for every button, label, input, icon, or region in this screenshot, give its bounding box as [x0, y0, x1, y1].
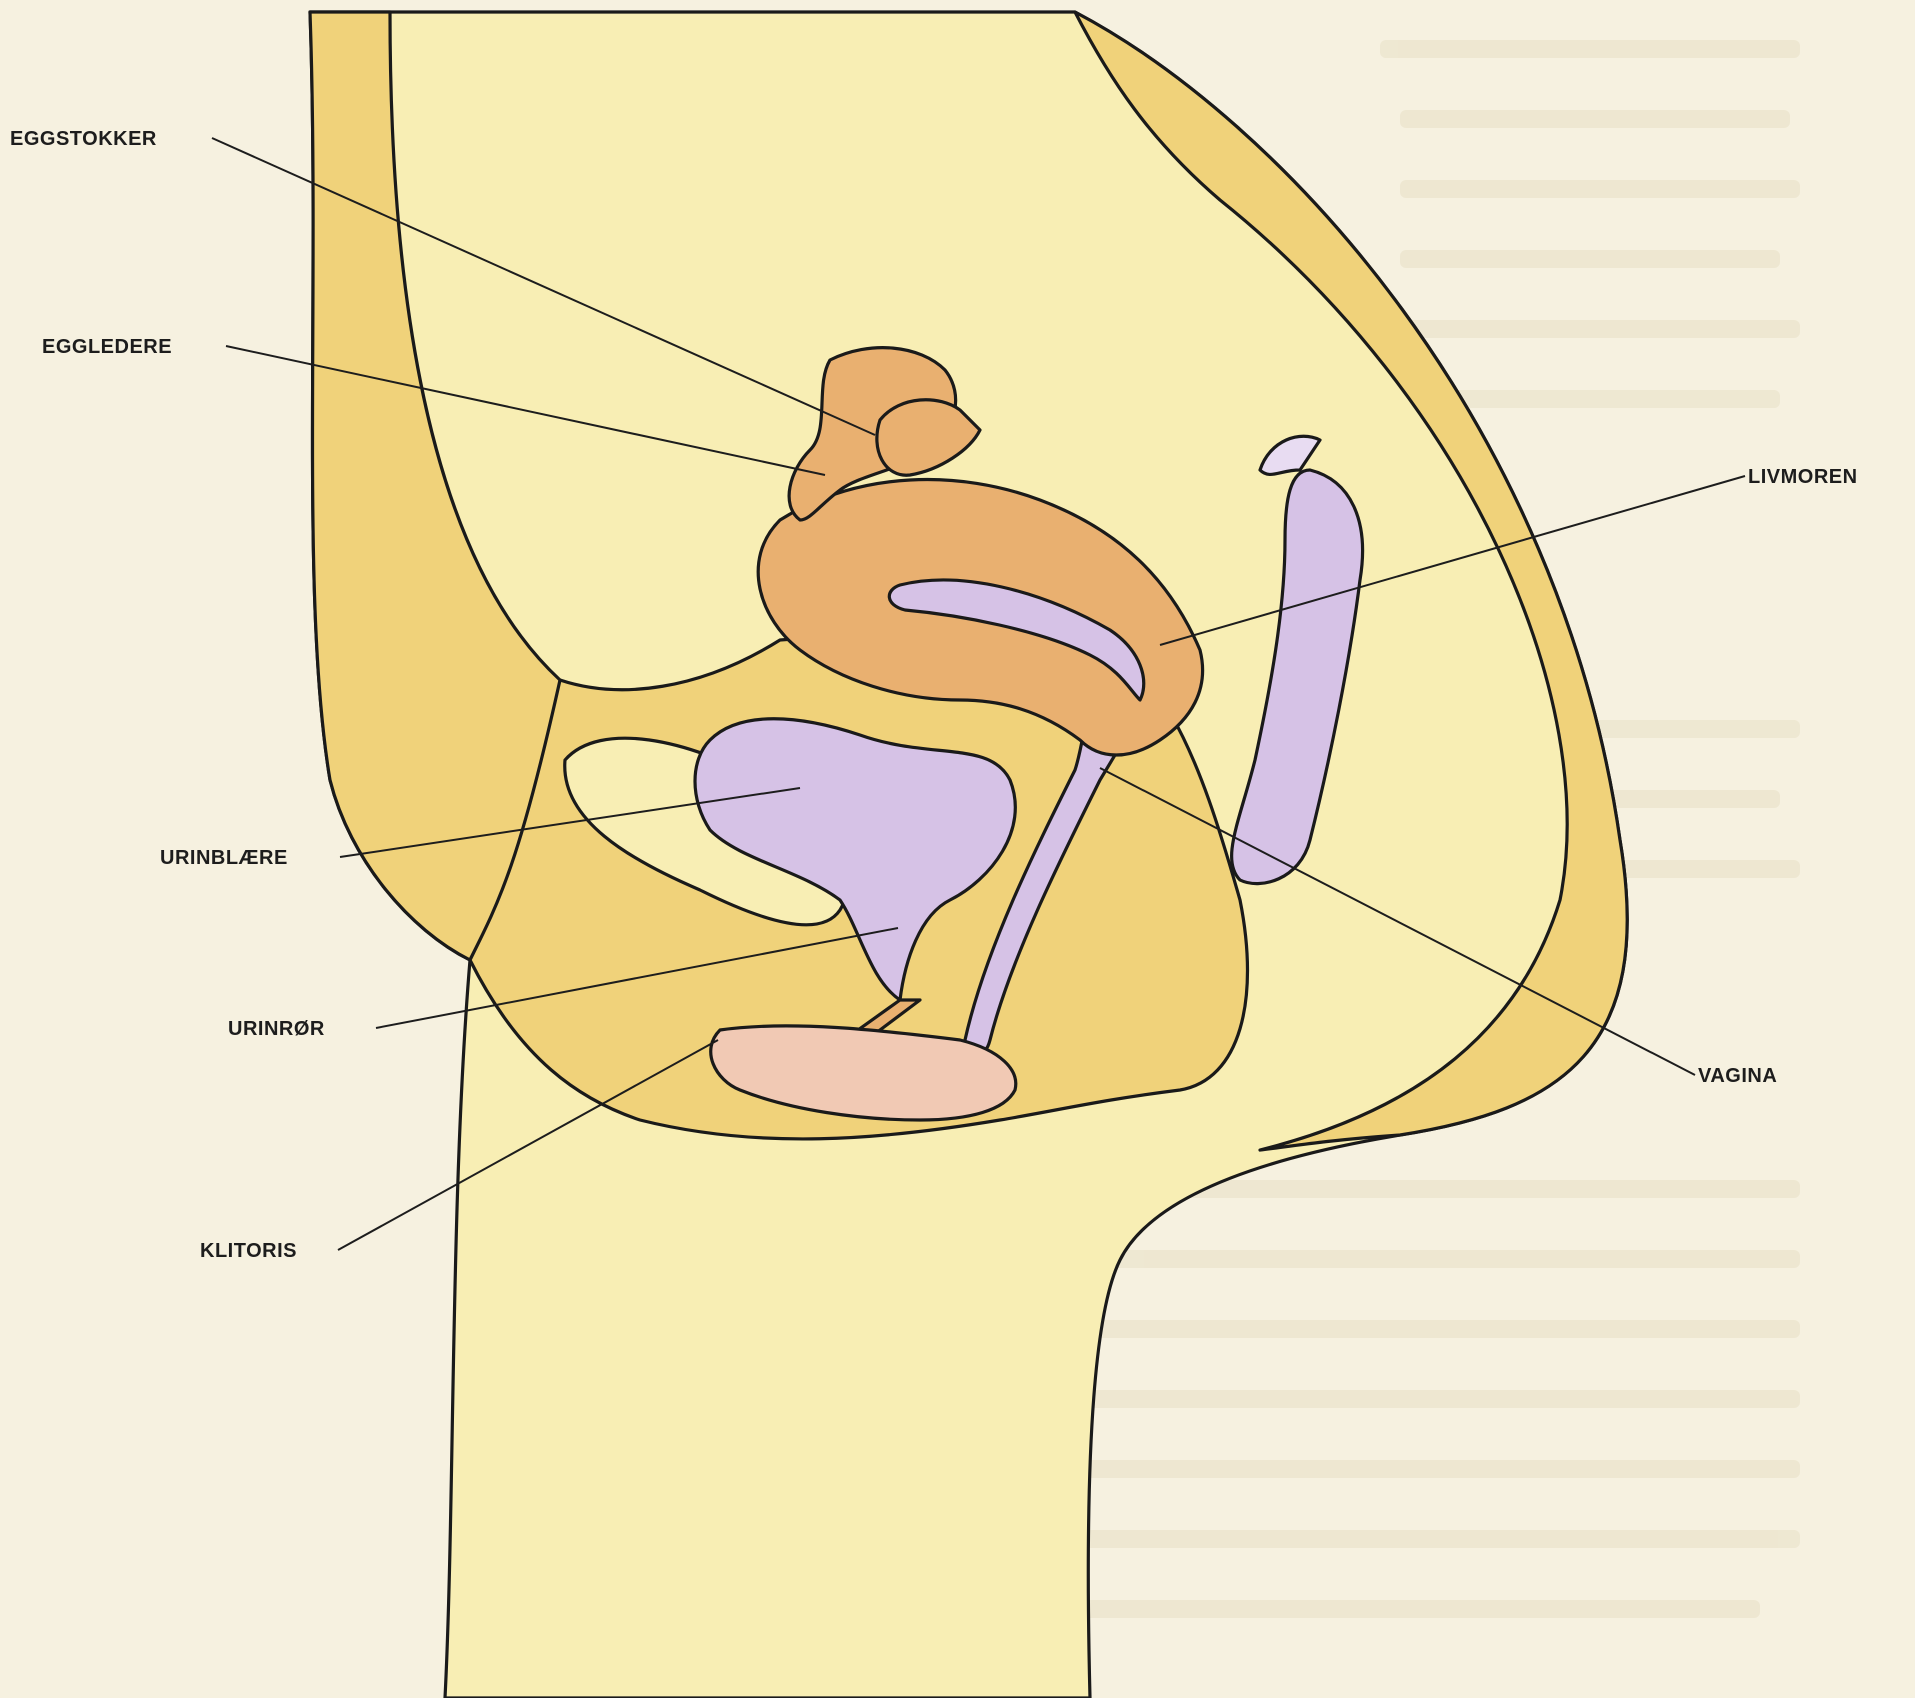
- label-livmoren: LIVMOREN: [1748, 466, 1858, 488]
- label-klitoris: KLITORIS: [200, 1240, 297, 1262]
- label-vagina: VAGINA: [1698, 1065, 1777, 1087]
- label-urinblaere: URINBLÆRE: [160, 847, 288, 869]
- label-urinror: URINRØR: [228, 1018, 325, 1040]
- label-eggstokker: EGGSTOKKER: [10, 128, 157, 150]
- label-eggledere: EGGLEDERE: [42, 336, 172, 358]
